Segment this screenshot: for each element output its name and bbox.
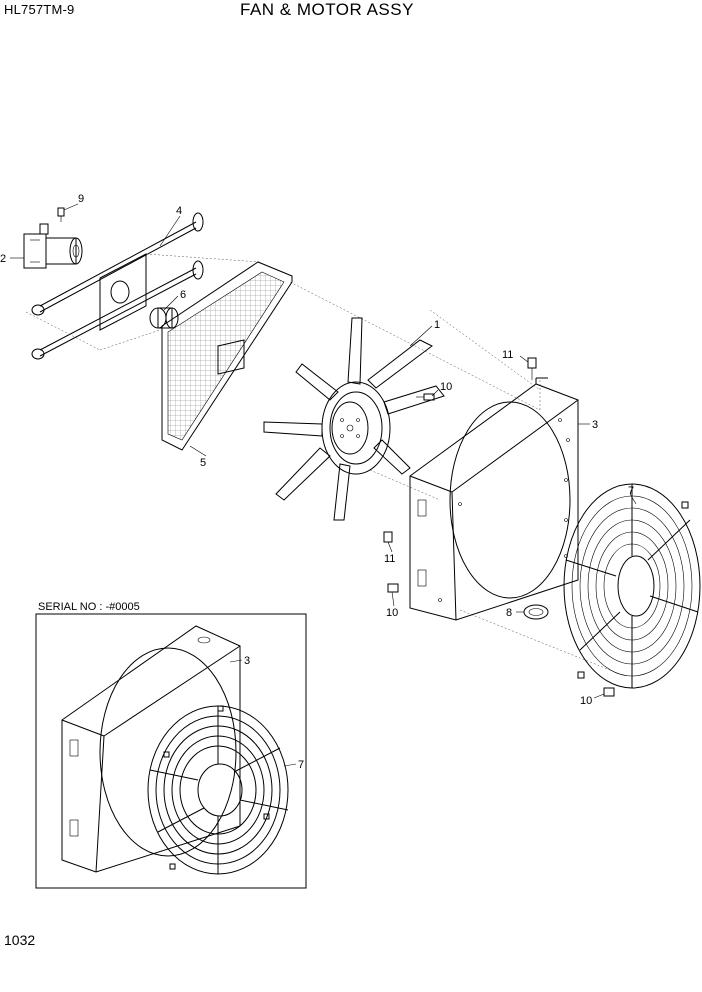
callout-11-lower: 11 xyxy=(384,553,395,565)
callout-10-guard: 10 xyxy=(580,695,592,707)
callout-5: 5 xyxy=(200,457,206,469)
bolt-11-lower xyxy=(383,531,393,543)
serial-inset-frame xyxy=(35,613,307,889)
inset-radiator-frame xyxy=(61,625,241,873)
page-number: 1032 xyxy=(4,932,36,948)
callout-2: 2 xyxy=(0,253,6,265)
callout-7: 7 xyxy=(628,485,634,497)
callout-8: 8 xyxy=(506,607,512,619)
callout-9: 9 xyxy=(78,193,84,205)
callout-3-inset: 3 xyxy=(244,655,250,667)
callout-10-upper: 10 xyxy=(440,381,452,393)
grommet-8 xyxy=(523,604,549,620)
page-title: FAN & MOTOR ASSY xyxy=(240,0,414,19)
bolt-10-guard xyxy=(603,687,615,697)
bolt-10-upper xyxy=(416,393,435,401)
serial-note: SERIAL NO : -#0005 xyxy=(38,601,140,613)
bolt-11-upper xyxy=(527,357,537,380)
bolt-10-lower xyxy=(387,583,399,593)
callout-4: 4 xyxy=(176,205,182,217)
mounting-bracket xyxy=(31,212,204,360)
callout-1: 1 xyxy=(434,319,440,331)
fan-shroud xyxy=(161,261,293,451)
inset-fan-guard xyxy=(147,705,289,875)
cooling-fan xyxy=(263,317,445,521)
fan-guard xyxy=(563,483,701,689)
callout-10-lower: 10 xyxy=(386,607,398,619)
callout-7-inset: 7 xyxy=(298,759,304,771)
hydraulic-motor xyxy=(23,223,83,269)
hub-adapter xyxy=(149,307,179,329)
callout-6: 6 xyxy=(180,289,186,301)
fitting-9 xyxy=(57,207,65,222)
radiator-frame xyxy=(409,377,579,621)
callout-3: 3 xyxy=(592,419,598,431)
callout-11-upper: 11 xyxy=(502,349,513,361)
model-label: HL757TM-9 xyxy=(4,2,75,17)
